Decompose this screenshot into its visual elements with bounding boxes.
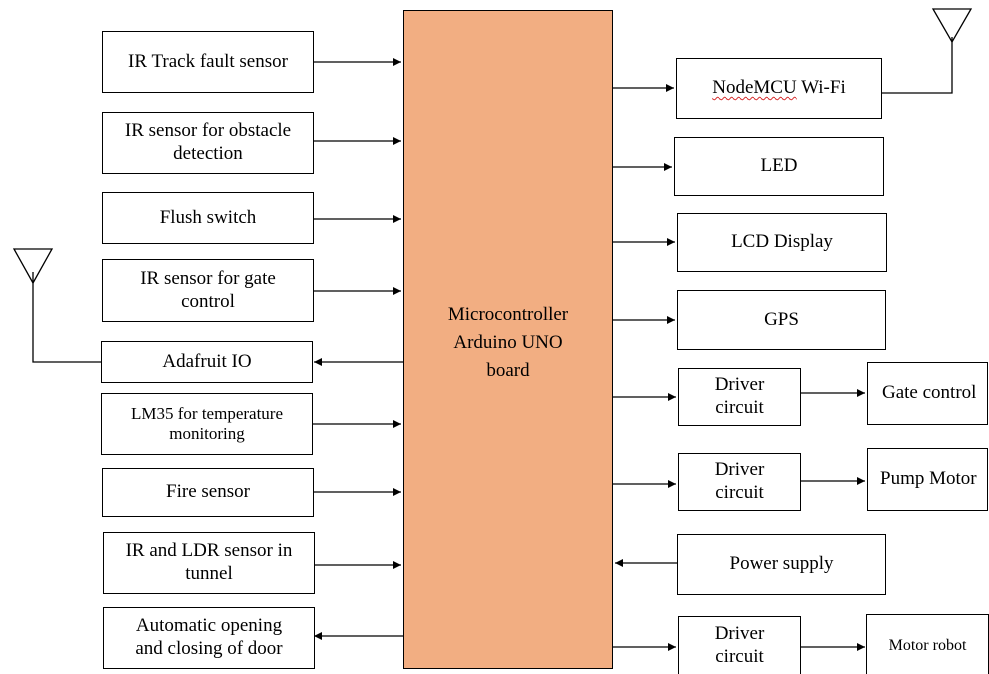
driver-circuit-3-label-1: Driver	[714, 623, 765, 645]
lcd-display-label: LCD Display	[731, 231, 833, 253]
antenna-icon-left	[12, 248, 54, 285]
ir-ldr-label-1: IR and LDR sensor in	[125, 540, 293, 562]
gate-control-label: Gate control	[882, 382, 977, 404]
lm35-label-2: monitoring	[169, 424, 245, 443]
driver-circuit-3-box: Driver circuit	[678, 616, 801, 674]
ir-ldr-label-2: tunnel	[185, 563, 233, 584]
mcu-line-1: Microcontroller	[447, 304, 569, 325]
lcd-display-box: LCD Display	[677, 213, 887, 272]
mcu-line-2: Arduino UNO	[453, 332, 563, 353]
driver-circuit-3-label-2: circuit	[715, 646, 764, 667]
driver-circuit-2-label-1: Driver	[714, 459, 765, 481]
power-supply-label: Power supply	[729, 553, 834, 575]
driver-circuit-2-box: Driver circuit	[678, 453, 801, 511]
mcu-line-3: board	[486, 360, 530, 381]
ir-gate-label-2: control	[181, 290, 235, 312]
motor-robot-box: Motor robot	[866, 614, 989, 674]
ir-gate-sensor-box: IR sensor for gate control	[102, 259, 314, 322]
pump-motor-box: Pump Motor	[867, 448, 988, 511]
driver-circuit-1-box: Driver circuit	[678, 368, 801, 426]
ir-obstacle-label-2: detection	[173, 143, 243, 164]
lm35-label-1: LM35 for temperature	[131, 403, 283, 423]
ir-obstacle-sensor-box: IR sensor for obstacle detection	[102, 112, 314, 174]
pump-motor-label: Pump Motor	[880, 468, 977, 490]
fire-sensor-label: Fire sensor	[166, 481, 250, 503]
ir-gate-label-1: IR sensor for gate	[140, 267, 276, 289]
driver-circuit-2-label-2: circuit	[715, 482, 764, 503]
microcontroller-label: Microcontroller Arduino UNO board	[404, 301, 612, 385]
ir-ldr-sensor-box: IR and LDR sensor in tunnel	[103, 532, 315, 594]
driver-circuit-1-label-1: Driver	[714, 374, 765, 396]
flush-switch-box: Flush switch	[102, 192, 314, 244]
antenna-feed-right	[881, 37, 953, 94]
motor-robot-label: Motor robot	[888, 637, 967, 655]
driver-circuit-1-label-2: circuit	[715, 397, 764, 418]
nodemcu-wifi-box: NodeMCU Wi-Fi	[676, 58, 882, 119]
adafruit-io-label: Adafruit IO	[162, 350, 252, 372]
lm35-sensor-box: LM35 for temperature monitoring	[101, 393, 313, 455]
automatic-door-label-2: and closing of door	[135, 638, 283, 659]
nodemcu-text: NodeMCU	[712, 77, 797, 99]
wifi-text: Wi-Fi	[796, 77, 846, 99]
power-supply-box: Power supply	[677, 534, 886, 595]
nodemcu-wifi-label: NodeMCU Wi-Fi	[712, 77, 845, 100]
gps-label: GPS	[764, 308, 799, 330]
flush-switch-label: Flush switch	[159, 206, 257, 228]
ir-track-fault-sensor-label: IR Track fault sensor	[128, 50, 288, 72]
antenna-feed-left	[32, 272, 101, 363]
gps-box: GPS	[677, 290, 886, 350]
microcontroller-block: Microcontroller Arduino UNO board	[403, 10, 613, 669]
antenna-icon-right	[931, 8, 973, 44]
ir-obstacle-label-1: IR sensor for obstacle	[124, 120, 292, 142]
led-box: LED	[674, 137, 884, 196]
gate-control-box: Gate control	[867, 362, 988, 425]
adafruit-io-box: Adafruit IO	[101, 341, 313, 383]
automatic-door-label-1: Automatic opening	[135, 615, 283, 637]
led-label: LED	[760, 155, 798, 177]
ir-track-fault-sensor-box: IR Track fault sensor	[102, 31, 314, 93]
fire-sensor-box: Fire sensor	[102, 468, 314, 517]
automatic-door-box: Automatic opening and closing of door	[103, 607, 315, 669]
